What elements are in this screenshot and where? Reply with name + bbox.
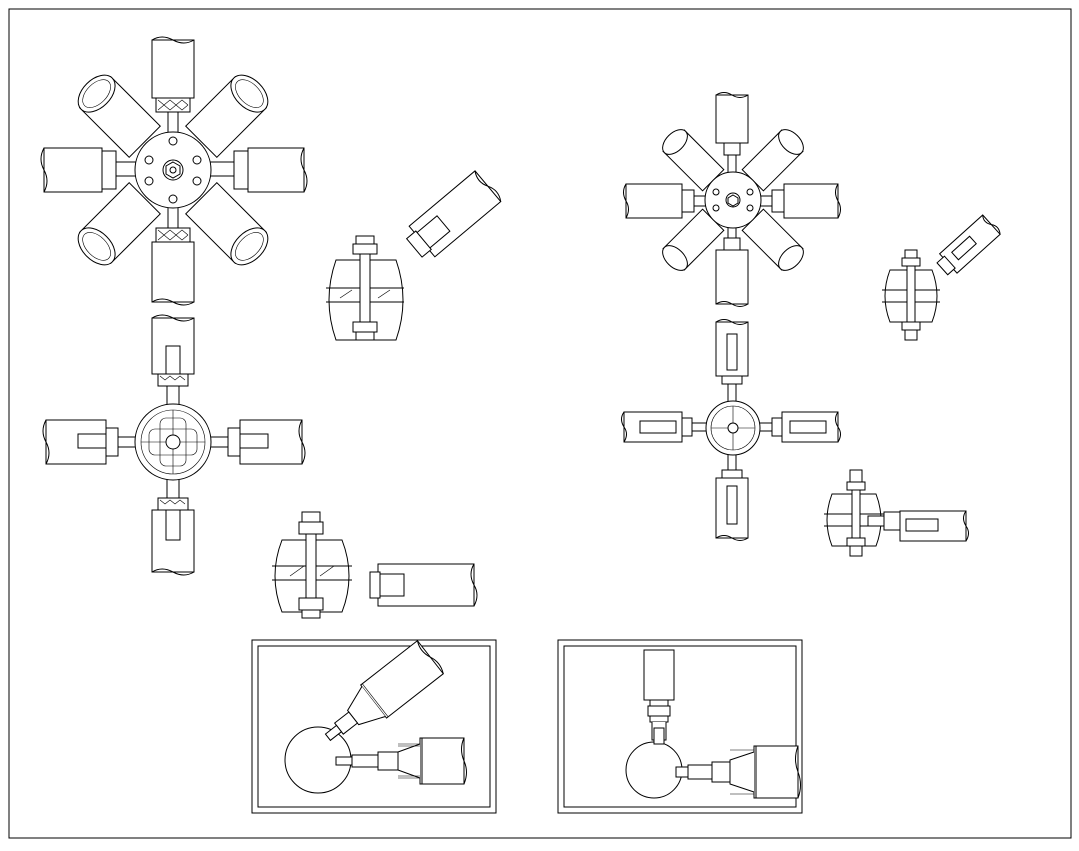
hub-four-tube-top-large — [42, 314, 306, 576]
hub-six-tube-top-large — [40, 36, 308, 306]
hub-six-tube-top-small — [623, 92, 841, 307]
bolt-clamp-small-angled — [882, 214, 1001, 341]
drawing-border — [8, 8, 1072, 839]
ball-joint-inset-left — [251, 639, 497, 814]
ball-joint-inset-right — [557, 639, 803, 814]
bolt-clamp-detail-angled — [326, 170, 502, 341]
hub-four-tube-top-small — [621, 319, 841, 541]
bolt-clamp-small-straight — [824, 469, 969, 557]
bolt-clamp-detail-straight — [272, 511, 478, 619]
